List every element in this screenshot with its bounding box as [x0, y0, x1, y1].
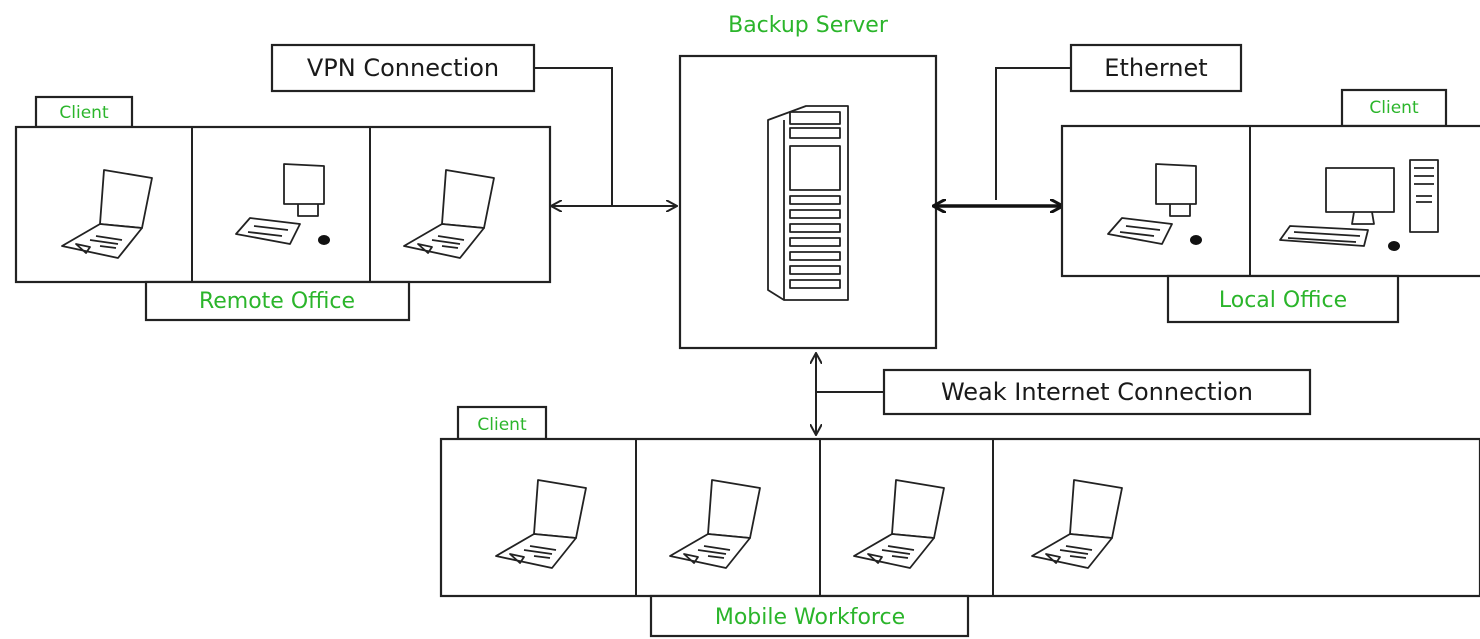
weak-internet-label: Weak Internet Connection [941, 378, 1253, 406]
mobile-workforce-box [439, 437, 1480, 598]
remote-office-label: Remote Office [199, 289, 355, 314]
remote-office-label-box [144, 280, 411, 322]
mobile-workforce-label-box [649, 594, 970, 638]
vpn-connection-label: VPN Connection [307, 54, 499, 82]
local-client-tab-label: Client [1369, 98, 1419, 118]
mobile-client-tab-label: Client [477, 415, 527, 435]
weak-internet-label-box [882, 368, 1312, 416]
remote-client-tab [34, 95, 134, 129]
ethernet-label: Ethernet [1104, 54, 1207, 82]
backup-server-title: Backup Server [728, 13, 889, 38]
remote-client-tab-label: Client [59, 103, 109, 123]
server-rack-icon [767, 105, 849, 301]
local-office-label: Local Office [1219, 288, 1347, 313]
ethernet-connector-line [995, 67, 1071, 200]
mobile-workforce-label: Mobile Workforce [715, 605, 905, 630]
vpn-connection-label-box [270, 43, 536, 93]
mobile-client-tab [456, 405, 548, 441]
vpn-connector-line [534, 67, 613, 206]
local-client-tab [1340, 88, 1448, 128]
local-office-label-box [1166, 274, 1400, 324]
ethernet-label-box [1069, 43, 1243, 93]
